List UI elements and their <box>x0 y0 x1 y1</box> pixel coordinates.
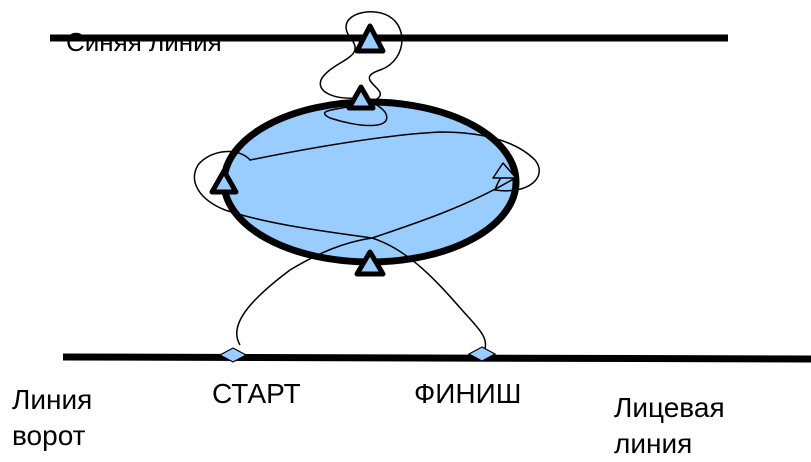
face-line <box>62 353 811 363</box>
start-diamond-marker <box>218 347 248 363</box>
goal-line-label: Линия ворот <box>12 384 93 451</box>
face-line-label: Лицевая линия <box>614 392 725 459</box>
right-triangle-marker <box>492 162 517 179</box>
upper-triangle-marker <box>346 84 376 111</box>
skating-path <box>193 11 540 353</box>
finish-diamond-marker <box>467 346 497 362</box>
left-triangle-marker <box>209 168 239 195</box>
blue-line-label: Синяя линия <box>66 27 222 57</box>
diagram-canvas: Синяя линия Линия ворот СТАРТ ФИНИШ Лице… <box>12 11 811 459</box>
finish-label: ФИНИШ <box>414 378 522 409</box>
start-label: СТАРТ <box>212 378 301 409</box>
diagram-svg <box>50 11 811 363</box>
top-triangle-marker <box>354 23 386 54</box>
bottom-triangle-marker <box>354 249 386 277</box>
